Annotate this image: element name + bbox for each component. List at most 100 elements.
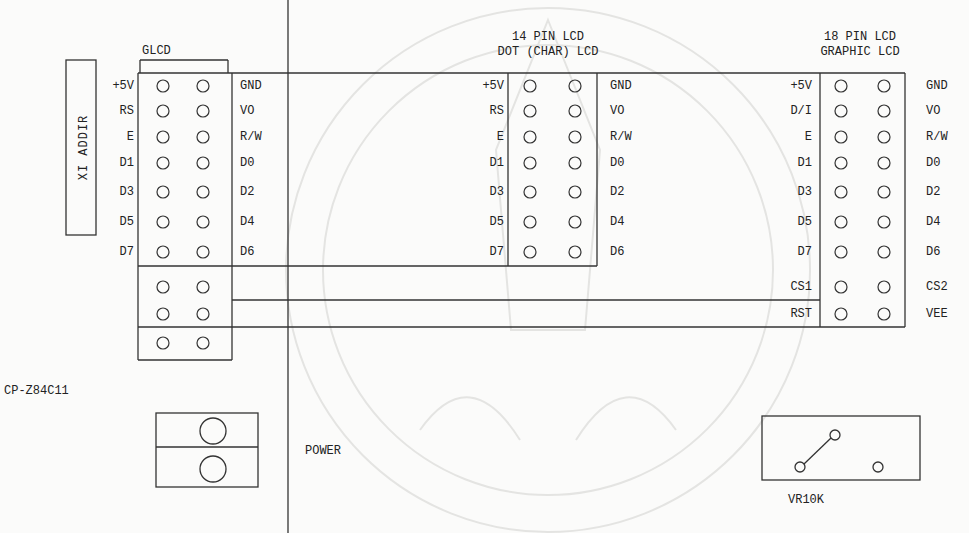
pin-pad (569, 186, 581, 198)
traces (66, 0, 920, 533)
pin-pad (878, 246, 890, 258)
heading-text: GRAPHIC LCD (790, 45, 930, 60)
pin-pad (157, 337, 169, 349)
heading-text: GLCD (142, 44, 171, 59)
pin-name: CS1 (790, 280, 812, 294)
pin-name: GND (610, 79, 632, 93)
pin-name: RS (120, 104, 134, 118)
connector-heading: 18 PIN LCDGRAPHIC LCD (790, 30, 930, 60)
pin-pad (569, 131, 581, 143)
pin-pad (835, 281, 847, 293)
pin-pad (157, 186, 169, 198)
pin-pad (569, 157, 581, 169)
pin-name: RST (790, 307, 812, 321)
pin-pad (197, 308, 209, 320)
pin-name: VO (240, 104, 254, 118)
pin-pad (157, 80, 169, 92)
part-name: POWER (305, 444, 341, 458)
pin-pad (524, 105, 536, 117)
connector-heading: 14 PIN LCDDOT (CHAR) LCD (478, 30, 618, 60)
pin-name: +5V (112, 79, 134, 93)
pin-name: E (805, 130, 812, 144)
pin-pad (524, 157, 536, 169)
pin-pad (157, 105, 169, 117)
pin-name: D5 (798, 215, 812, 229)
heading-text: XI ADDIR (78, 115, 93, 181)
pin-pad (835, 308, 847, 320)
pin-pad (569, 80, 581, 92)
pin-pad (197, 337, 209, 349)
pin-pad (524, 186, 536, 198)
pin-pad (878, 80, 890, 92)
pin-pad (524, 246, 536, 258)
pin-name: D6 (610, 245, 624, 259)
pin-name: E (127, 130, 134, 144)
pin-pad (197, 216, 209, 228)
connector-block: XI ADDIR (66, 60, 96, 235)
pin-name: D4 (610, 215, 624, 229)
connector-heading: GLCD (142, 44, 171, 59)
pin-pad (524, 80, 536, 92)
pin-name: D/I (790, 104, 812, 118)
pin-pad (197, 131, 209, 143)
pin-pad (569, 246, 581, 258)
pin-pad (835, 80, 847, 92)
pin-name: D6 (240, 245, 254, 259)
pin-pad (197, 105, 209, 117)
pin-pad (835, 186, 847, 198)
pin-pad (197, 157, 209, 169)
pin-pad (157, 157, 169, 169)
pin-pad (157, 131, 169, 143)
pin-name: D3 (490, 185, 504, 199)
pin-pad (157, 246, 169, 258)
pin-pad (878, 157, 890, 169)
pin-name: D3 (120, 185, 134, 199)
pin-name: D7 (120, 245, 134, 259)
pin-pad (524, 131, 536, 143)
pin-pad (524, 216, 536, 228)
pin-pad (569, 105, 581, 117)
part-name: VR10K (788, 493, 824, 507)
pin-name: D0 (240, 156, 254, 170)
pin-pad (197, 80, 209, 92)
pin-name: R/W (240, 130, 262, 144)
pin-pad (878, 216, 890, 228)
heading-text: DOT (CHAR) LCD (478, 45, 618, 60)
pin-name: D7 (798, 245, 812, 259)
pin-name: E (497, 130, 504, 144)
pin-pad (835, 246, 847, 258)
pin-name: D3 (798, 185, 812, 199)
pin-name: D4 (926, 215, 940, 229)
pin-name: D5 (120, 215, 134, 229)
pin-name: VO (926, 104, 940, 118)
pin-name: +5V (790, 79, 812, 93)
pin-name: GND (926, 79, 948, 93)
pin-name: D2 (610, 185, 624, 199)
pin-pad (569, 216, 581, 228)
pin-name: D2 (926, 185, 940, 199)
pin-name: CS2 (926, 280, 948, 294)
pin-pad (878, 281, 890, 293)
pin-name: D2 (240, 185, 254, 199)
pin-pad (835, 216, 847, 228)
pin-pad (197, 186, 209, 198)
pin-pad (878, 186, 890, 198)
pin-name: D5 (490, 215, 504, 229)
pin-name: D4 (240, 215, 254, 229)
pin-pad (835, 157, 847, 169)
pin-name: D6 (926, 245, 940, 259)
heading-text: 14 PIN LCD (478, 30, 618, 45)
pin-name: D1 (120, 156, 134, 170)
pin-pad (878, 105, 890, 117)
pin-name: VO (610, 104, 624, 118)
pin-name: R/W (610, 130, 632, 144)
pin-pad (157, 308, 169, 320)
pin-pad (157, 216, 169, 228)
pin-pad (197, 281, 209, 293)
pin-pad (835, 131, 847, 143)
pin-name: RS (490, 104, 504, 118)
pin-name: +5V (482, 79, 504, 93)
heading-text: 18 PIN LCD (790, 30, 930, 45)
pin-name: D0 (610, 156, 624, 170)
pin-name: D7 (490, 245, 504, 259)
